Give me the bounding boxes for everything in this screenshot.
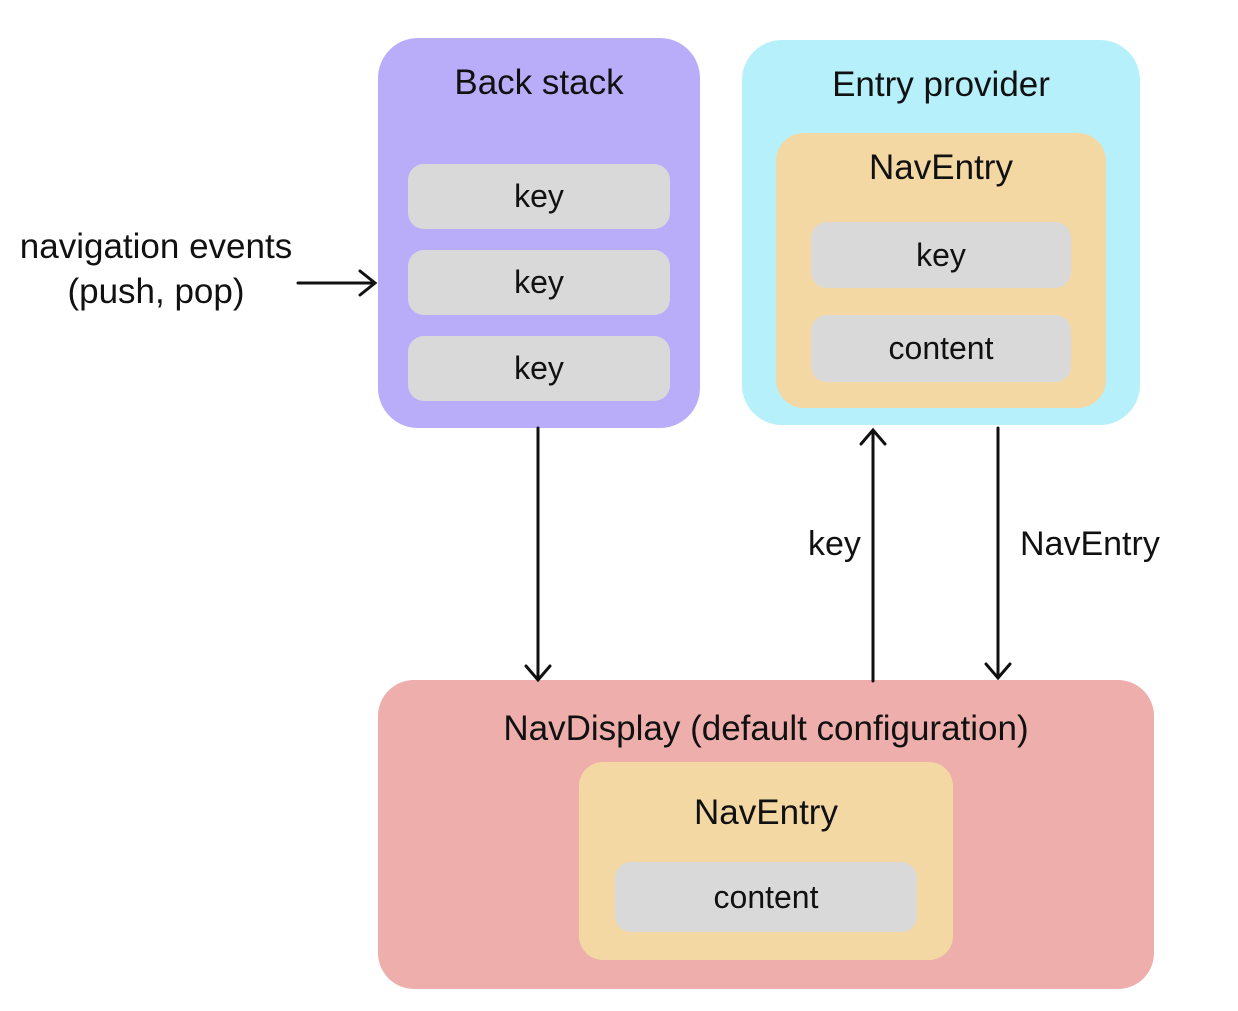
nav-display-title: NavDisplay (default configuration) <box>503 709 1029 748</box>
entry-provider-box: Entry provider NavEntry key content <box>742 40 1140 425</box>
nav-display-nav-entry-box: NavEntry content <box>579 762 953 960</box>
nav-display-nav-entry-title: NavEntry <box>694 793 838 832</box>
naventry-arrow-label: NavEntry <box>1020 525 1160 563</box>
content-pill: content <box>615 862 917 932</box>
nav-entry-title: NavEntry <box>869 148 1013 187</box>
entry-provider-title: Entry provider <box>832 65 1050 104</box>
back-stack-box: Back stack key key key <box>378 38 700 428</box>
navigation-events-line2: (push, pop) <box>67 272 245 311</box>
key-pill: key <box>408 336 670 401</box>
push-pop-arrow <box>296 269 378 297</box>
key-up-arrow <box>859 427 887 683</box>
nav-entry-box: NavEntry key content <box>776 133 1106 408</box>
key-pill: key <box>811 222 1071 288</box>
back-stack-key-list: key key key <box>408 164 670 401</box>
navigation-events-label: navigation events (push, pop) <box>8 224 304 314</box>
nav-display-box: NavDisplay (default configuration) NavEn… <box>378 680 1154 989</box>
navigation-events-line1: navigation events <box>19 227 293 266</box>
back-stack-to-navdisplay-arrow <box>524 426 552 683</box>
key-pill: key <box>408 250 670 315</box>
back-stack-title: Back stack <box>454 63 624 102</box>
key-arrow-label: key <box>808 525 861 563</box>
naventry-down-arrow <box>984 426 1012 681</box>
content-pill: content <box>811 315 1071 382</box>
key-pill: key <box>408 164 670 229</box>
